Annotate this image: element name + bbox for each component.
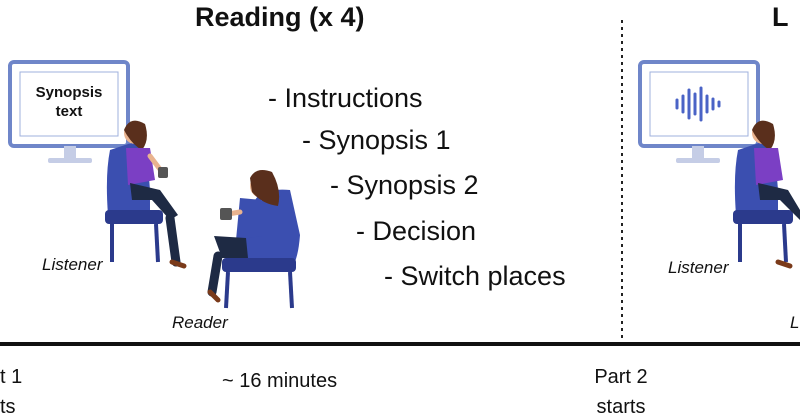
listener-label: Listener (42, 255, 103, 274)
listener-label-right: Listener (668, 258, 729, 277)
role-label-clipped: L (790, 313, 800, 332)
step-synopsis-2: - Synopsis 2 (330, 170, 479, 200)
audio-waveform-icon (675, 86, 721, 122)
step-switch-places: - Switch places (384, 261, 566, 291)
step-synopsis-1: - Synopsis 1 (302, 125, 451, 155)
step-decision: - Decision (356, 216, 477, 246)
reader-figure (207, 170, 300, 309)
listener-figure-right (733, 120, 800, 269)
monitor-synopsis-text: Synopsis text (20, 83, 118, 121)
part2-label-line1: Part 2 (594, 366, 648, 388)
duration-label: ~ 16 minutes (222, 370, 338, 392)
monitor-left (8, 60, 130, 163)
part2-label-line2: starts (596, 396, 646, 418)
part1-label-line1: t 1 (0, 366, 23, 388)
next-section-title-clipped: L (772, 2, 789, 32)
monitor-line-2: text (55, 103, 83, 120)
part1-label-line2: ts (0, 396, 16, 418)
step-instructions: - Instructions (268, 83, 423, 113)
reader-label: Reader (172, 313, 228, 332)
monitor-right (638, 60, 760, 163)
monitor-line-1: Synopsis (35, 84, 103, 101)
listener-figure-left (105, 120, 187, 269)
section-title: Reading (x 4) (195, 2, 365, 32)
